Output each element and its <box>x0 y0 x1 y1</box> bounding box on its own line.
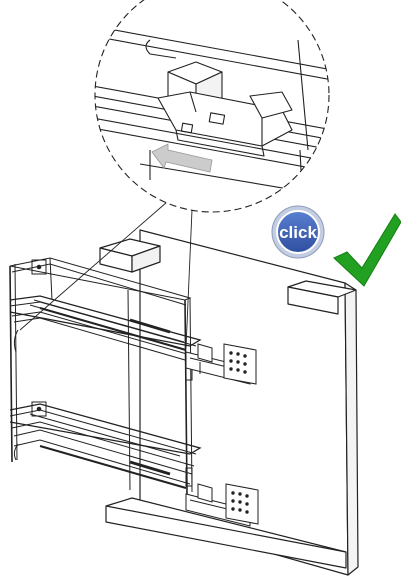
detail-leader-lines <box>19 201 193 349</box>
cabinet-bottom-plinth <box>105 497 347 569</box>
direction-arrow-icon <box>151 143 213 173</box>
lower-mounting-plate <box>225 483 259 525</box>
click-badge-label: click <box>279 223 317 242</box>
cabinet-panel-edge <box>344 282 359 576</box>
top-block-side <box>131 245 161 273</box>
cabinet <box>99 229 359 576</box>
mounting-hardware <box>185 343 259 527</box>
click-badge-icon: click <box>271 205 325 259</box>
detail-magnifier <box>94 0 330 213</box>
pullout-basket <box>9 257 202 495</box>
checkmark-icon <box>333 213 401 287</box>
cabinet-top-slab-front <box>287 286 339 315</box>
upper-mounting-plate <box>223 343 257 385</box>
